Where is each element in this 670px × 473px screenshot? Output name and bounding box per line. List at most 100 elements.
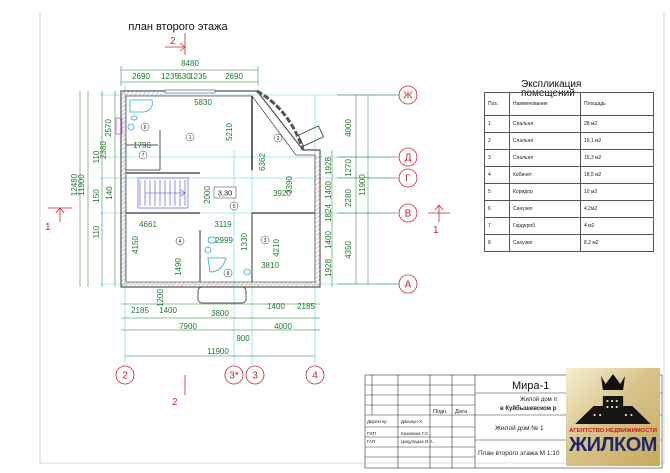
dimension-label: 12480 [70,173,79,196]
dimension-label: 1928 [324,157,333,175]
level-mark-box [213,186,237,199]
role-director: Директор [367,419,387,424]
room-number: 5 [233,204,236,210]
cell-pos: 1 [484,115,510,133]
cell-area: 18,5 м2 [580,166,654,184]
axis-row-label-circle [398,203,418,223]
cell-name: Коридор [509,183,581,201]
axis-col-label-circle [224,365,244,385]
name-gap: Цицупадзе И.А. [401,439,434,444]
dimension-label: 2690 [132,72,150,81]
level-mark: 3,30 [218,189,233,198]
dimension-label: 4210 [272,239,281,257]
room-number-circle [175,236,185,246]
object-line-1: Жилой дом п [520,396,557,403]
cell-pos: 5 [484,183,510,201]
zhilkom-logo: АГЕНТСТВО НЕДВИЖИМОСТИ ЖИЛКОМ [566,368,660,466]
dimension-label: 4150 [131,236,140,254]
axis-col-label: 3* [229,371,239,382]
building-name: Жилой дом № 1 [495,424,544,432]
room-number-circle [138,150,148,160]
dimension-label: 140 [105,186,114,200]
cell-name: Гардероб [509,217,581,235]
dimension-label: 8480 [181,59,199,68]
staircase [137,177,189,209]
axis-row-label-circle [398,85,418,105]
header-area: Площадь [580,92,654,116]
dimension-label: 11900 [77,174,86,196]
explication-title-line: Экспликация [521,79,582,90]
sanitary-fixtures [127,99,251,276]
logo-brand-text: ЖИЛКОМ [569,434,657,456]
axis-col-label-circle [305,365,325,385]
cell-pos: 2 [484,132,510,150]
header-name: Наименование [509,92,581,116]
room-number-circle [260,235,270,245]
dimension-label: 1200 [156,289,165,307]
room-number: 1 [189,135,192,141]
cell-name: Кабинет [509,166,581,184]
dimension-label: 5830 [194,98,212,107]
svg-text:1: 1 [433,225,439,236]
dimension-label: 4000 [274,322,292,331]
role-gip: ГИП [367,431,376,436]
section-mark-left: 1 [45,207,72,233]
room-number: 8 [227,271,230,277]
window-marker [115,117,123,135]
cell-name: Санузел [509,234,581,252]
dimension-label: 5210 [225,123,234,141]
dimension-label: 1400 [267,302,285,311]
dimension-label: 630 [177,72,191,81]
cell-pos: 4 [484,166,510,184]
dimension-label: 2380 [99,141,108,159]
axis-col-label: 4 [312,371,318,382]
dimension-label: 1490 [174,258,183,276]
cell-pos: 6 [484,200,510,218]
dimension-label: 2999 [215,236,233,245]
room-number-circle [185,132,195,142]
dimension-label: 900 [236,334,250,343]
cell-name: Спальня [509,149,581,167]
dimension-label: 150 [92,189,101,203]
logo-agency-text: АГЕНТСТВО НЕДВИЖИМОСТИ [569,428,657,434]
dimension-label: 1824 [324,204,333,222]
dimension-label: 11900 [358,174,367,196]
sign-label: Подп. [433,409,448,415]
cell-pos: 8 [484,234,510,252]
dimension-label: 3800 [211,309,229,318]
cell-name: Санузел [509,200,581,218]
axis-row-label: А [405,280,412,291]
dimension-label: 2280 [344,189,353,207]
room-number: 2 [277,136,280,142]
axis-row-label: Ж [403,91,413,102]
dimension-label: 1400 [324,231,333,249]
axis-col-label-circle [245,365,265,385]
dimension-label: 7900 [179,322,197,331]
svg-text:2: 2 [170,36,176,47]
sheet-title: План второго этажа М 1:10 [478,450,560,457]
dimension-label: 1928 [324,259,333,277]
svg-text:1: 1 [45,222,51,233]
dimension-label: 1270 [344,159,353,177]
room-number-circle [140,122,150,132]
dimension-label: 3119 [214,220,232,229]
dimension-label: 3810 [261,261,279,270]
date-label: Дата [455,409,468,415]
axis-row-label: В [405,209,412,220]
dimension-label: 3920 [273,189,291,198]
dimension-label: 4000 [344,119,353,137]
section-mark-top: 2 [165,33,186,55]
dimension-label: 11900 [207,347,229,356]
project-code: Мира-1 [512,380,549,392]
cell-area: 19,1 м2 [580,132,654,150]
dimension-label: 2185 [131,306,149,315]
room-number-circle [229,201,239,211]
axis-row-label-circle [398,147,418,167]
cell-area: 28 м2 [580,115,654,133]
